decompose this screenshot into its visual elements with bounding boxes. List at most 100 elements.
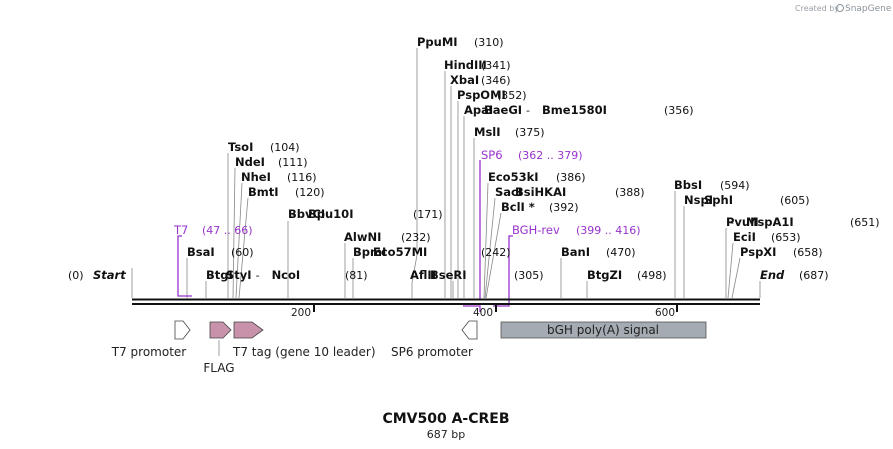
site-ecii: EciI(653): [733, 230, 801, 244]
site-aflii: AflII-BseRI(305): [410, 268, 544, 282]
site-name-ncoi: NcoI: [272, 268, 301, 282]
site-separator: -: [292, 208, 296, 221]
site-separator: -: [730, 216, 734, 229]
site-separator: -: [210, 269, 214, 282]
site-pos-msli: (375): [515, 126, 545, 139]
primer-name-bgh-rev: BGH-rev: [512, 223, 560, 237]
site-name-eco53ki: Eco53kI: [488, 170, 539, 184]
primer-range-sp6: (362 .. 379): [518, 149, 583, 162]
bgh-polya-label: bGH poly(A) signal: [547, 323, 659, 337]
site-pos-xbai: (346): [481, 74, 511, 87]
site-bpmi: BpmI-Eco57MI(242): [353, 245, 511, 259]
site-name-pspxi: PspXI: [740, 245, 776, 259]
site-bcli: BclI *(392): [501, 200, 579, 214]
site-bmti: BmtI (120): [248, 185, 325, 199]
feature-t7-tag: T7 tag (gene 10 leader): [232, 321, 376, 359]
site-name-bmti: BmtI: [248, 185, 279, 199]
site-labels: PpuMI(310)HindIII(341)XbaI(346)PspOMI(35…: [187, 35, 880, 282]
site-tsoi: TsoI(104): [228, 140, 300, 154]
site-name-btgzi: BtgZI: [587, 268, 622, 282]
feature-sp6-promoter: SP6 promoter: [391, 320, 478, 359]
site-pos-bbsi: (594): [720, 179, 750, 192]
site-separator: -: [468, 104, 472, 117]
site-pos-ecii: (653): [771, 231, 801, 244]
site-pspomi: PspOMI(352): [457, 88, 527, 102]
dna-backbone: [132, 298, 760, 305]
site-bani: BanI (470): [561, 245, 636, 259]
site-xbai: XbaI(346): [450, 73, 511, 87]
site-pos-hindiii: (341): [481, 59, 511, 72]
t7-tag-label: T7 tag (gene 10 leader): [232, 345, 376, 359]
primer-name-t7: T7: [173, 223, 188, 237]
site-separator: -: [688, 194, 692, 207]
site-name-btgi: BtgI: [206, 268, 233, 282]
site-name-bani: BanI: [561, 245, 590, 259]
site-name-ndei: NdeI: [235, 155, 265, 169]
site-pos-alwni: (232): [401, 231, 431, 244]
site-btgi: BtgI-StyI-NcoI(81): [206, 268, 368, 282]
site-apai: ApaI-BaeGI-Bme1580I(356): [464, 103, 694, 117]
site-pos-tsoi: (104): [270, 141, 300, 154]
site-bsai: BsaI (60): [187, 245, 254, 259]
site-pos-bmti: (120): [295, 186, 325, 199]
site-separator: -: [256, 269, 260, 282]
site-ppumi: PpuMI(310): [417, 35, 504, 49]
site-pos-saci: (388): [615, 186, 645, 199]
site-pos-btgi: (81): [345, 269, 368, 282]
site-name-bbvci: BbvCI: [288, 207, 325, 221]
site-pos-aflii: (305): [514, 269, 544, 282]
plasmid-title: CMV500 A-CREB: [382, 411, 509, 427]
flag-label: FLAG: [203, 361, 234, 375]
site-pos-bsai: (60): [231, 246, 254, 259]
site-pos-pspomi: (352): [497, 89, 527, 102]
site-name-xbai: XbaI: [450, 73, 479, 87]
site-separator: -: [526, 104, 530, 117]
site-name-nspi: NspI: [684, 193, 713, 207]
site-name-apai: ApaI: [464, 103, 493, 117]
site-msli: MslI(375): [474, 125, 545, 139]
site-pos-bani: (470): [606, 246, 636, 259]
site-name-bbsi: BbsI: [674, 178, 702, 192]
site-name-bsai: BsaI: [187, 245, 215, 259]
site-saci: SacI-BsiHKAI(388): [495, 185, 645, 199]
site-name-bpu10i: Bpu10I: [308, 207, 353, 221]
t7-promoter-arrow: [174, 320, 191, 340]
site-bbvci: BbvCI-Bpu10I (171): [288, 207, 443, 221]
site-pos-bpmi: (242): [481, 246, 511, 259]
site-pos-apai: (356): [664, 104, 694, 117]
site-name-pspomi: PspOMI: [457, 88, 506, 102]
plasmid-length: 687 bp: [427, 428, 465, 441]
site-name-nhei: NheI: [241, 170, 271, 184]
site-nspi: NspI-SphI (605): [684, 193, 810, 207]
site-name-sphi: SphI: [704, 193, 733, 207]
snapgene-brand: SnapGene: [845, 4, 892, 14]
site-pos-nspi: (605): [780, 194, 810, 207]
site-name-aflii: AflII: [410, 268, 436, 282]
leader-lines: [131, 48, 761, 299]
site-pos-nhei: (116): [287, 171, 317, 184]
primer-range-bgh-rev: (399 .. 416): [576, 224, 641, 237]
ruler-tick-400: 400: [473, 307, 493, 319]
site-pspxi: PspXI(658): [740, 245, 823, 259]
end-pos: (687): [799, 269, 829, 282]
primer-range-t7: (47 .. 66): [202, 224, 253, 237]
site-pos-eco53ki: (386): [556, 171, 586, 184]
sp6-promoter-label: SP6 promoter: [391, 345, 473, 359]
site-name-bpmi: BpmI: [353, 245, 386, 259]
site-name-styi: StyI: [226, 268, 252, 282]
site-eco53ki: Eco53kI (386): [488, 170, 586, 184]
site-pos-bcli: (392): [549, 201, 579, 214]
ruler-tick-200: 200: [291, 307, 311, 319]
primer-bgh-rev: BGH-rev (399 .. 416): [512, 223, 641, 237]
feature-flag: FLAG: [203, 321, 235, 375]
bgh-polya-box: [500, 321, 707, 339]
t7-tag-arrow: [233, 321, 264, 339]
feature-t7-promoter: T7 promoter: [111, 320, 191, 359]
flag-arrow: [209, 321, 232, 339]
end-label: End: [760, 268, 785, 282]
site-pos-bbvci: (171): [413, 208, 443, 221]
site-name-pvuii: PvuII: [726, 215, 759, 229]
primer-sp6: SP6(362 .. 379): [481, 148, 583, 162]
site-name-baegi: BaeGI: [484, 103, 522, 117]
